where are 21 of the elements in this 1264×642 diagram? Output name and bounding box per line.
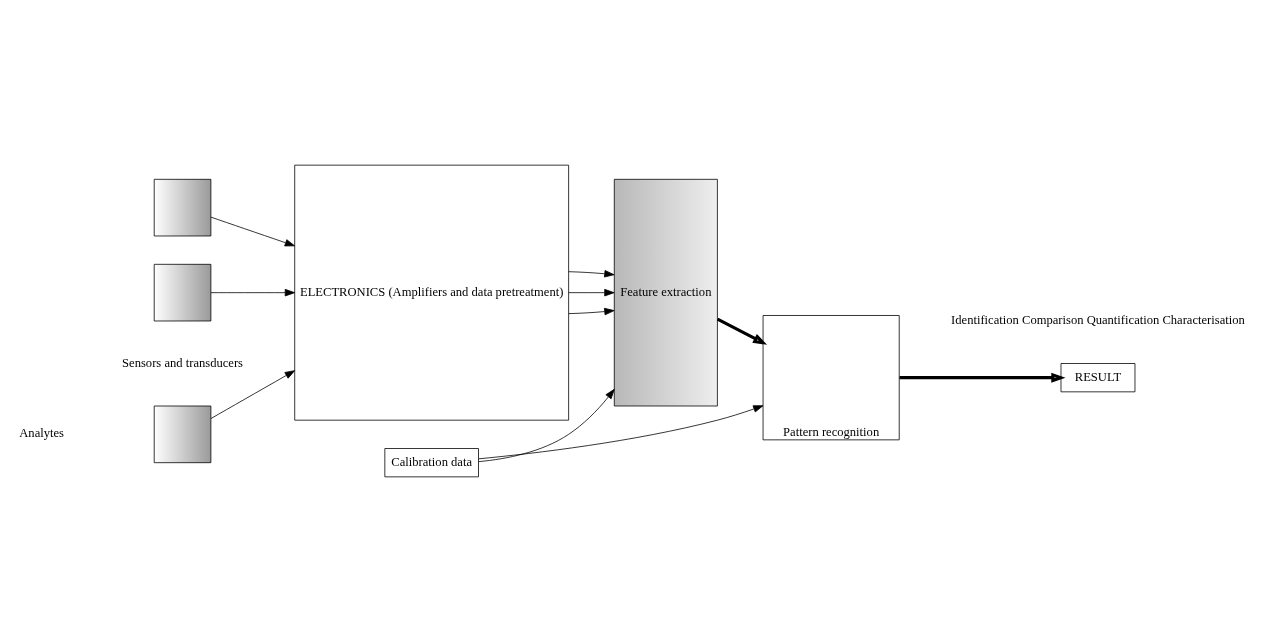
label: Identification Comparison Quantification Characterisation [951,312,1245,327]
arrow [568,288,615,297]
label: Sensors and transducers [122,355,243,370]
arrow [478,388,615,463]
node-box: ELECTRONICS (Amplifiers and data pretreatment) [294,164,570,421]
node-box [153,178,212,237]
node-box [153,263,212,322]
arrow [568,270,615,278]
arrow [210,288,296,297]
arrow [210,216,296,247]
arrow [899,372,1066,383]
node-box: Feature extraction [613,178,718,407]
node-box [153,405,212,464]
arrow [478,405,764,460]
label: Analytes [19,426,65,441]
node-box: Calibration data [384,448,479,478]
arrow [210,370,296,419]
arrow [568,307,615,316]
node-box: Pattern recognition [762,315,900,441]
arrow [716,317,768,345]
node-box: RESULT [1060,363,1136,393]
